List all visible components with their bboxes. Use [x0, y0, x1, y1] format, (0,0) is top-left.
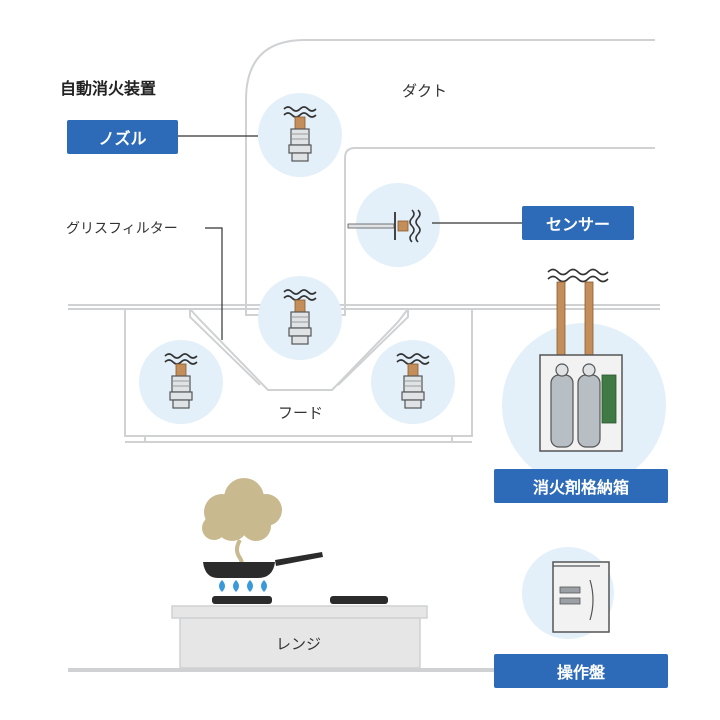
- range-body: [171, 605, 428, 669]
- extinguisher-box-illustration: [502, 268, 666, 487]
- duct-label: ダクト: [402, 82, 448, 100]
- grease-filter-leader: [205, 227, 223, 340]
- frying-pan: [203, 552, 323, 578]
- nozzle-group: [139, 93, 455, 424]
- range-label: レンジ: [276, 635, 322, 653]
- sensor-badge: センサー: [522, 206, 634, 240]
- duct-outline: [245, 39, 655, 316]
- smoke-cloud: [202, 478, 282, 570]
- burner-flames: [219, 580, 267, 592]
- burner-right: [330, 596, 388, 604]
- extinguisher-box-badge: 消火剤格納箱: [494, 469, 668, 503]
- sensor-illustration: [347, 183, 522, 267]
- grease-filter-label: グリスフィルター: [66, 221, 178, 237]
- hood-label: フード: [278, 404, 324, 422]
- control-panel-badge: 操作盤: [494, 654, 668, 688]
- burner-left: [212, 596, 272, 604]
- nozzle-badge: ノズル: [67, 120, 178, 154]
- hood-outline: [124, 308, 473, 443]
- ceiling-line: [68, 304, 660, 310]
- diagram-title: 自動消火装置: [60, 79, 157, 98]
- control-panel-illustration: [522, 547, 614, 639]
